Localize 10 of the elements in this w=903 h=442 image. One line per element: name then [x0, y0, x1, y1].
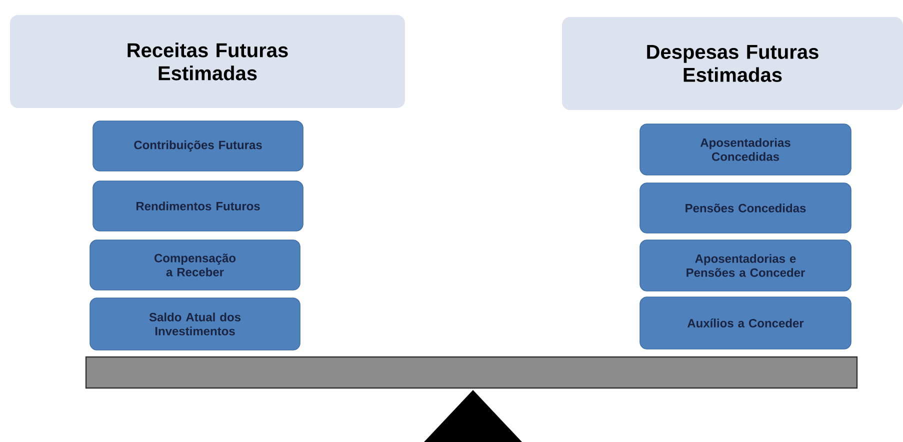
category-box: Saldo Atual dos Investimentos: [90, 298, 300, 350]
category-box: Compensação a Receber: [90, 240, 300, 290]
category-box: Contribuições Futuras: [92, 120, 304, 172]
category-box: Aposentadorias e Pensões a Conceder: [640, 240, 852, 292]
header-box: Despesas Futuras Estimadas: [562, 17, 903, 110]
category-box: Rendimentos Futuros: [92, 180, 304, 232]
category-box: Auxílios a Conceder: [640, 296, 852, 350]
category-box: Aposentadorias Concedidas: [640, 124, 852, 176]
category-box: Pensões Concedidas: [640, 182, 852, 234]
header-box: Receitas Futuras Estimadas: [10, 15, 405, 108]
